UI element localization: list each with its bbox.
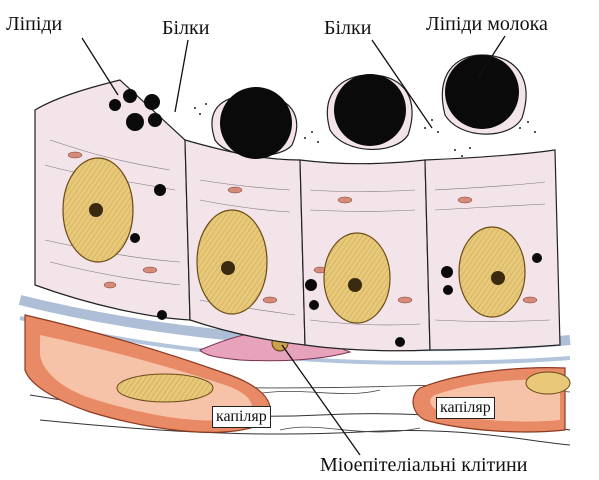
label-proteins-right: Білки: [324, 18, 371, 38]
label-lipids: Ліпіди: [6, 14, 62, 34]
label-capillary-right: капіляр: [436, 397, 495, 419]
secreted-lipids: [212, 55, 526, 159]
label-proteins-left: Білки: [162, 18, 209, 38]
label-myoepithelial-cells: Міоепітеліальні клітини: [320, 455, 527, 475]
label-capillary-left: капіляр: [212, 406, 271, 428]
label-milk-lipids: Ліпіди молока: [426, 14, 548, 34]
